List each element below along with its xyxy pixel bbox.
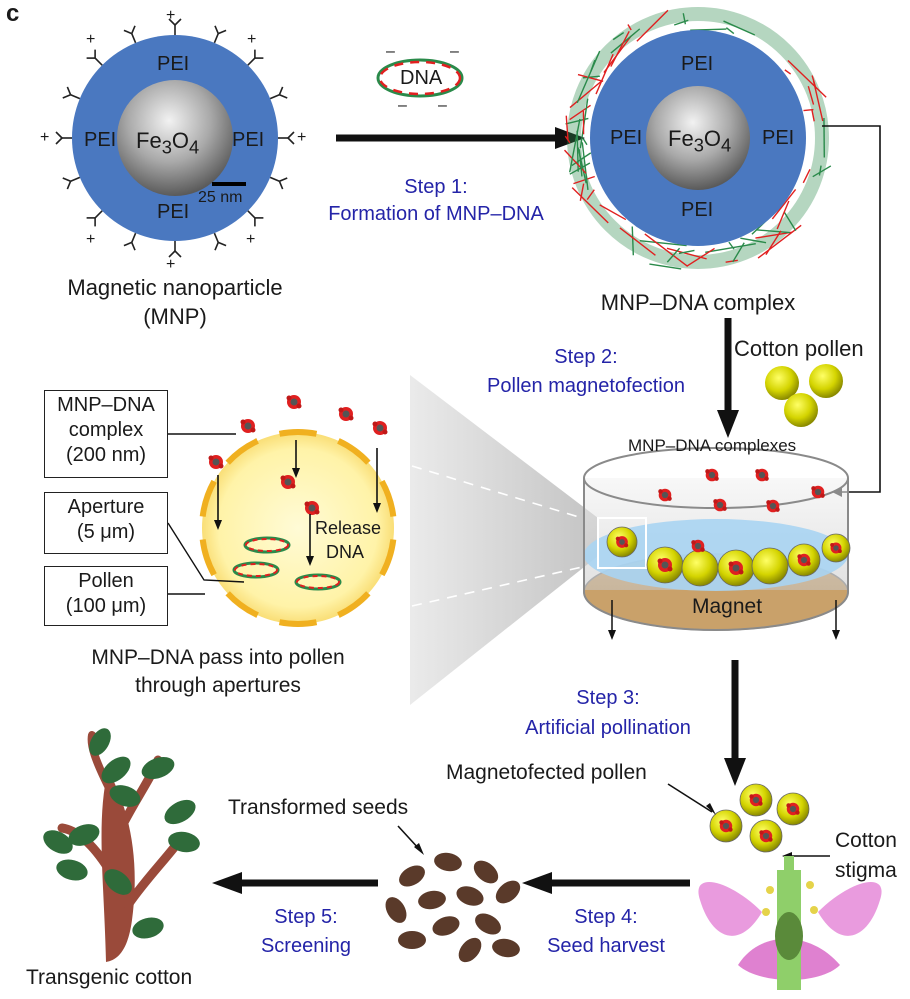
box1-line: (200 nm) bbox=[65, 444, 147, 466]
cotton-pollen-label: Cotton pollen bbox=[734, 336, 864, 361]
step3-desc: Artificial pollination bbox=[525, 717, 691, 739]
dna-charge: – bbox=[398, 97, 407, 114]
mnp-particle bbox=[55, 18, 295, 258]
release-label-line2: DNA bbox=[326, 542, 365, 562]
box3-line: Pollen bbox=[78, 570, 134, 592]
complex-core-formula: Fe3O4 bbox=[668, 126, 732, 156]
step1-desc: Formation of MNP–DNA bbox=[328, 203, 544, 225]
dna-charge: – bbox=[386, 43, 395, 60]
dish-complexes-label: MNP–DNA complexes bbox=[628, 436, 797, 455]
step3-title: Step 3: bbox=[576, 687, 640, 709]
mnp-caption-line2: (MNP) bbox=[143, 304, 207, 329]
cotton-pollen-cluster bbox=[765, 364, 843, 427]
core-formula: Fe3O4 bbox=[136, 128, 200, 158]
pei-label-left: PEI bbox=[84, 129, 117, 151]
dish-zoom-box bbox=[597, 517, 647, 569]
transformed-seeds-label: Transformed seeds bbox=[228, 796, 409, 819]
dna-charge: – bbox=[450, 43, 459, 60]
pei-label-right: PEI bbox=[232, 129, 265, 151]
step2-title: Step 2: bbox=[554, 346, 618, 368]
mnp-dna-complex bbox=[563, 7, 832, 270]
pei-branches bbox=[55, 18, 295, 258]
step1-title: Step 1: bbox=[404, 176, 468, 198]
petri-dish bbox=[583, 447, 851, 640]
step4-desc: Seed harvest bbox=[547, 935, 665, 957]
charge-sign: + bbox=[86, 231, 96, 248]
dna-charge: – bbox=[438, 97, 447, 114]
step4-title: Step 4: bbox=[574, 906, 638, 928]
zoom-cone bbox=[410, 375, 598, 705]
magnet-label: Magnet bbox=[692, 595, 763, 618]
scale-bar-label: 25 nm bbox=[198, 189, 243, 206]
charge-sign: + bbox=[166, 256, 176, 273]
inset-caption-line2: through apertures bbox=[135, 674, 301, 697]
charge-sign: + bbox=[246, 231, 256, 248]
pei-label-bottom: PEI bbox=[157, 201, 190, 223]
complex-caption: MNP–DNA complex bbox=[600, 290, 796, 315]
complex-pei-right: PEI bbox=[762, 127, 795, 149]
inset-graphic bbox=[167, 395, 583, 627]
transgenic-cotton-label: Transgenic cotton bbox=[26, 966, 193, 989]
connector-line bbox=[822, 125, 881, 493]
box2-line: (5 μm) bbox=[76, 521, 136, 543]
dna-label: DNA bbox=[400, 67, 443, 89]
inset-caption-line1: MNP–DNA pass into pollen bbox=[91, 646, 345, 669]
pei-label-top: PEI bbox=[157, 53, 190, 75]
dna-plasmid bbox=[376, 58, 464, 98]
cotton-flower bbox=[698, 856, 882, 990]
complex-pei-left: PEI bbox=[610, 127, 643, 149]
charge-sign: + bbox=[86, 31, 96, 48]
box1-line: complex bbox=[68, 419, 144, 441]
cotton-stigma-line2: stigma bbox=[835, 859, 897, 882]
charge-sign: + bbox=[40, 129, 50, 146]
magnetofected-pollen-label: Magnetofected pollen bbox=[446, 761, 647, 784]
inset-box-pollen: Pollen (100 μm) bbox=[44, 566, 168, 626]
pollen-wall-apertures bbox=[199, 429, 397, 627]
step5-desc: Screening bbox=[260, 935, 352, 957]
step5-title: Step 5: bbox=[274, 906, 338, 928]
charge-sign: + bbox=[247, 31, 257, 48]
complex-pei-bottom: PEI bbox=[681, 199, 714, 221]
magnetofected-pollen-cluster bbox=[709, 783, 810, 853]
box2-line: Aperture bbox=[67, 496, 145, 518]
mnp-caption-line1: Magnetic nanoparticle bbox=[67, 275, 283, 300]
box3-line: (100 μm) bbox=[65, 595, 147, 617]
iron-oxide-core bbox=[117, 80, 233, 196]
inset-box-complex: MNP–DNA complex (200 nm) bbox=[44, 390, 168, 478]
charge-sign: + bbox=[297, 129, 307, 146]
panel-label: c bbox=[6, 0, 20, 27]
complex-pei-top: PEI bbox=[681, 53, 714, 75]
inset-box-aperture: Aperture (5 μm) bbox=[44, 492, 168, 554]
release-label-line1: Release bbox=[315, 518, 382, 538]
box1-line: MNP–DNA bbox=[57, 394, 155, 416]
transgenic-cotton-plant bbox=[43, 728, 200, 962]
step2-desc: Pollen magnetofection bbox=[487, 375, 685, 397]
transformed-seeds bbox=[385, 852, 521, 963]
charge-sign: + bbox=[166, 7, 176, 24]
cotton-stigma-line1: Cotton bbox=[835, 829, 897, 852]
